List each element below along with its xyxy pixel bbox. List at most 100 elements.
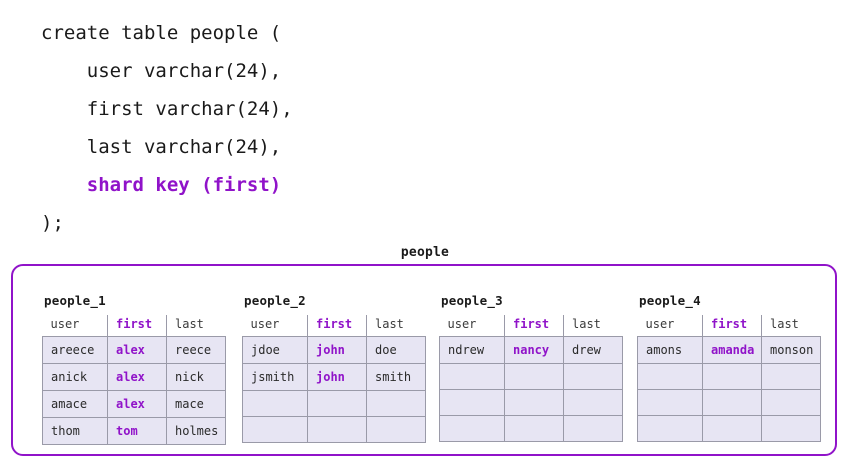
shard-label: people_3 bbox=[441, 293, 503, 308]
table-cell-empty bbox=[504, 415, 564, 442]
table-cell-last: smith bbox=[366, 363, 426, 391]
table-cell-last: drew bbox=[563, 336, 623, 364]
table-cell-empty bbox=[637, 415, 703, 442]
table-cell-empty bbox=[439, 415, 505, 442]
cluster-title: people bbox=[400, 245, 450, 260]
sql-line-5: shard key (first) bbox=[41, 174, 282, 196]
table-cell-first: nancy bbox=[504, 336, 564, 364]
table-cell-empty bbox=[563, 389, 623, 416]
table-cell-first: john bbox=[307, 363, 367, 391]
sql-line-2: user varchar(24), bbox=[41, 60, 282, 82]
table-cell-user: amace bbox=[42, 390, 108, 418]
table-cell-last: doe bbox=[366, 336, 426, 364]
table-cell-empty bbox=[366, 390, 426, 417]
table-cell-first: alex bbox=[107, 390, 167, 418]
table-cell-empty bbox=[563, 415, 623, 442]
table-cell-last: nick bbox=[166, 363, 226, 391]
table-cell-last: mace bbox=[166, 390, 226, 418]
table-cell-empty bbox=[637, 389, 703, 416]
table-cell-empty bbox=[366, 416, 426, 443]
column-header-user: user bbox=[242, 315, 308, 337]
column-header-user: user bbox=[637, 315, 703, 337]
table-row bbox=[637, 389, 821, 416]
column-header-last: last bbox=[572, 317, 601, 331]
column-header-user: user bbox=[42, 315, 108, 337]
table-row bbox=[242, 390, 426, 417]
table-cell-user: areece bbox=[42, 336, 108, 364]
table-cell-last: reece bbox=[166, 336, 226, 364]
table-cell-empty bbox=[242, 416, 308, 443]
sql-code-block: create table people ( user varchar(24), … bbox=[41, 14, 801, 242]
sql-line-1: create table people ( bbox=[41, 22, 282, 44]
shard-label: people_1 bbox=[44, 293, 106, 308]
column-header-first: first bbox=[307, 315, 367, 337]
column-header-last: last bbox=[375, 317, 404, 331]
table-cell-last: holmes bbox=[166, 417, 226, 445]
column-header-first: first bbox=[702, 315, 762, 337]
table-cell-empty bbox=[702, 363, 762, 390]
table-cell-empty bbox=[504, 389, 564, 416]
sql-line-6: ); bbox=[41, 212, 64, 234]
column-header-last: last bbox=[175, 317, 204, 331]
table-cell-empty bbox=[702, 389, 762, 416]
table-row bbox=[439, 415, 623, 442]
table-cell-empty bbox=[307, 416, 367, 443]
column-header-first: first bbox=[107, 315, 167, 337]
shard-label: people_2 bbox=[244, 293, 306, 308]
table-cell-first: tom bbox=[107, 417, 167, 445]
table-row bbox=[637, 415, 821, 442]
table-cell-last: monson bbox=[761, 336, 821, 364]
shard-label: people_4 bbox=[639, 293, 701, 308]
sql-line-3: first varchar(24), bbox=[41, 98, 293, 120]
table-cell-empty bbox=[439, 389, 505, 416]
column-header-user: user bbox=[439, 315, 505, 337]
sql-line-4: last varchar(24), bbox=[41, 136, 282, 158]
table-cell-empty bbox=[761, 415, 821, 442]
table-row bbox=[439, 363, 623, 390]
table-cell-empty bbox=[504, 363, 564, 390]
table-cell-user: jdoe bbox=[242, 336, 308, 364]
table-row bbox=[242, 416, 426, 443]
table-row bbox=[439, 389, 623, 416]
table-cell-user: ndrew bbox=[439, 336, 505, 364]
table-cell-empty bbox=[439, 363, 505, 390]
table-cell-first: alex bbox=[107, 336, 167, 364]
table-cell-user: anick bbox=[42, 363, 108, 391]
column-header-first: first bbox=[504, 315, 564, 337]
table-cell-empty bbox=[702, 415, 762, 442]
table-cell-empty bbox=[761, 389, 821, 416]
column-header-last: last bbox=[770, 317, 799, 331]
table-cell-empty bbox=[563, 363, 623, 390]
table-cell-empty bbox=[242, 390, 308, 417]
table-cell-user: jsmith bbox=[242, 363, 308, 391]
table-cell-empty bbox=[307, 390, 367, 417]
table-cell-user: amons bbox=[637, 336, 703, 364]
table-cell-user: thom bbox=[42, 417, 108, 445]
table-cell-first: john bbox=[307, 336, 367, 364]
table-cell-first: alex bbox=[107, 363, 167, 391]
table-cell-empty bbox=[761, 363, 821, 390]
table-cell-first: amanda bbox=[702, 336, 762, 364]
table-row bbox=[637, 363, 821, 390]
